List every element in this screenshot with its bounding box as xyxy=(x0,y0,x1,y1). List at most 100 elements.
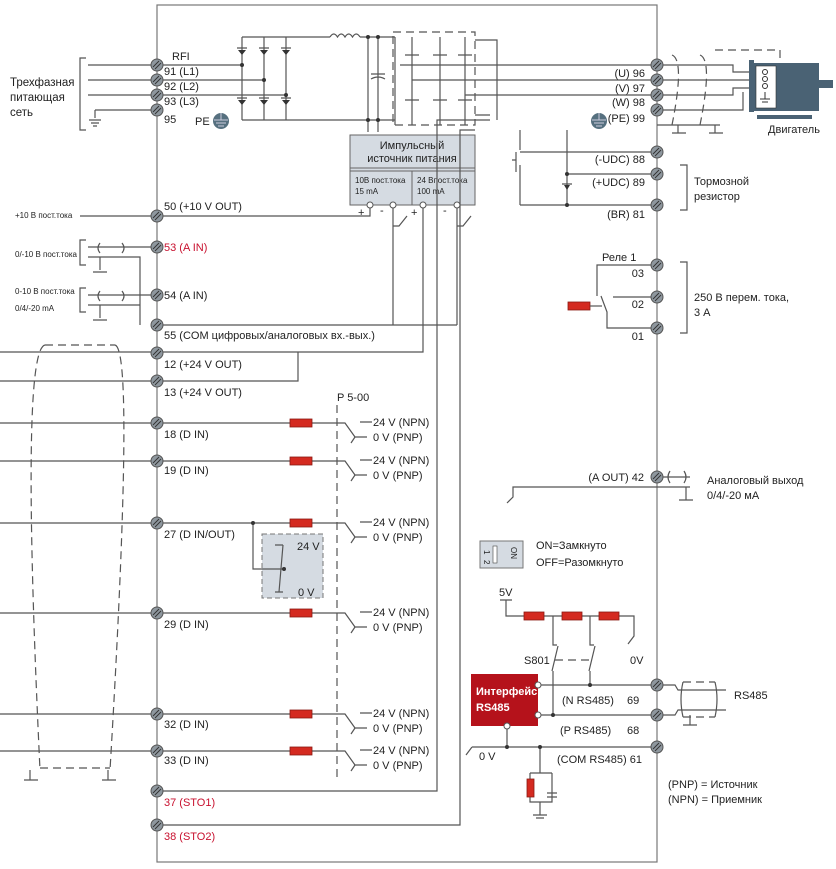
terminal-42-label: (A OUT) 42 xyxy=(588,472,644,484)
switch-mode-power-supply: Импульсный источник питания 10В пост.ток… xyxy=(157,134,476,353)
terminal-61-label: (COM RS485) 61 xyxy=(557,754,642,766)
terminal-33-label: 33 (D IN) xyxy=(164,755,209,767)
terminal-68-label: 68 xyxy=(627,725,639,737)
psu-plus-1: + xyxy=(358,207,364,219)
dip-pos-2: 2 xyxy=(482,560,491,565)
terminal-screw-icon xyxy=(650,103,664,117)
diode-icons xyxy=(237,47,291,105)
terminal-91-label: 91 (L1) xyxy=(164,66,199,78)
rs485-cable-label: RS485 xyxy=(734,690,768,702)
terminal-55-label: 55 (COM цифровых/аналоговых вх.-вых.) xyxy=(164,330,375,342)
terminal-screw-icon xyxy=(150,346,164,360)
5v-label: 5V xyxy=(499,587,513,599)
terminal-screw-icon xyxy=(150,454,164,468)
rs485-interface-block xyxy=(471,674,538,726)
source-50-label: +10 В пост.тока xyxy=(15,211,73,220)
pe-ground-icon xyxy=(213,113,229,129)
terminal-screw-icon xyxy=(650,58,664,72)
terminal-screw-icon xyxy=(650,145,664,159)
terminal-32-label: 32 (D IN) xyxy=(164,719,209,731)
terminal-screw-icon xyxy=(150,88,164,102)
legend-pnp: (PNP) = Источник xyxy=(668,779,758,791)
psu-24v-2: 100 mA xyxy=(417,187,445,196)
psu-minus-1: - xyxy=(380,205,384,217)
rs485-section: 5V S801 0V Интерфейс RS485 (N RS485) 69 … xyxy=(465,587,768,819)
pnp-label-19: 0 V (PNP) xyxy=(373,470,423,482)
motor-section: (U) 96 (V) 97 (W) 98 (PE) 99 Двигатель xyxy=(591,49,833,136)
terminal-18-label: 18 (D IN) xyxy=(164,429,209,441)
terminal-screw-icon xyxy=(650,258,664,272)
terminal-12-label: 12 (+24 V OUT) xyxy=(164,359,242,371)
terminal-92-label: 92 (L2) xyxy=(164,81,199,93)
legend-npn: (NPN) = Приемник xyxy=(668,794,762,806)
dip-pos-1: 1 xyxy=(482,550,491,555)
psu-title-1: Импульсный xyxy=(380,140,444,152)
terminal-93-label: 93 (L3) xyxy=(164,96,199,108)
n-rs485-label: (N RS485) xyxy=(562,695,614,707)
rs485-iface-1: Интерфейс xyxy=(476,686,537,698)
terminal-96-label: (U) 96 xyxy=(614,68,645,80)
terminal-screw-icon xyxy=(650,321,664,335)
terminal-38-label: 38 (STO2) xyxy=(164,831,215,843)
terminal-98-label: (W) 98 xyxy=(612,97,645,109)
digital-io: P 5-00 24 V (NPN)0 V (PNP) 24 V (NPN)0 V… xyxy=(0,119,490,843)
analog-inputs: +10 В пост.тока 0/-10 В пост.тока 0-10 В… xyxy=(15,201,375,342)
terminal-95-label: 95 xyxy=(164,114,176,126)
relay-section: Реле 1 03 02 01 250 В перем. тока, 3 А xyxy=(567,252,789,343)
terminal-screw-icon xyxy=(150,374,164,388)
dip-legend-on: ON=Замкнуто xyxy=(536,540,607,552)
terminal-screw-icon xyxy=(650,678,664,692)
terminal-screw-icon xyxy=(150,58,164,72)
terminal-97-label: (V) 97 xyxy=(615,83,645,95)
psu-10v-2: 15 mA xyxy=(355,187,379,196)
psu-title-2: источник питания xyxy=(367,153,457,165)
drive-frame xyxy=(156,4,658,863)
relay-rating-1: 250 В перем. тока, xyxy=(694,292,789,304)
terminals xyxy=(150,58,664,832)
npn-label-33: 24 V (NPN) xyxy=(373,745,429,757)
terminal-screw-icon xyxy=(150,209,164,223)
terminal-screw-icon xyxy=(150,784,164,798)
rfi-label: RFI xyxy=(172,51,190,63)
0v-com-label: 0 V xyxy=(479,751,496,763)
relay-03-label: 03 xyxy=(632,268,644,280)
npn-label-18: 24 V (NPN) xyxy=(373,417,429,429)
terminal-screw-icon xyxy=(150,288,164,302)
terminal-screw-icon xyxy=(650,708,664,722)
mains-title-1: Трехфазная xyxy=(10,77,75,89)
terminal-screw-icon xyxy=(150,240,164,254)
pnp-label-29: 0 V (PNP) xyxy=(373,622,423,634)
dip-legend-off: OFF=Разомкнуто xyxy=(536,557,623,569)
inductor-icon xyxy=(329,33,361,39)
dip-switch-legend: 1 2 ON ON=Замкнуто OFF=Разомкнуто xyxy=(479,540,623,569)
brake-label-2: резистор xyxy=(694,191,740,203)
terminal-19-label: 19 (D IN) xyxy=(164,465,209,477)
terminal-81-label: (BR) 81 xyxy=(607,209,645,221)
rs485-iface-2: RS485 xyxy=(476,702,510,714)
terminal-screw-icon xyxy=(650,73,664,87)
mains-title-3: сеть xyxy=(10,107,33,119)
terminal-screw-icon xyxy=(150,606,164,620)
relay-rating-2: 3 А xyxy=(694,307,711,319)
motor-icon xyxy=(749,60,833,119)
terminal-69-label: 69 xyxy=(627,695,639,707)
source-54-label-2: 0/4/-20 mA xyxy=(15,304,55,313)
pe-label: PE xyxy=(195,116,210,128)
terminal-screw-icon xyxy=(650,740,664,754)
pnp-label-18: 0 V (PNP) xyxy=(373,432,423,444)
pnp-label-32: 0 V (PNP) xyxy=(373,723,423,735)
terminal-screw-icon xyxy=(150,707,164,721)
dip-on-label: ON xyxy=(509,547,518,559)
relay-01-label: 01 xyxy=(632,331,644,343)
terminal-screw-icon xyxy=(650,167,664,181)
npn-label-27: 24 V (NPN) xyxy=(373,517,429,529)
0v-label: 0V xyxy=(630,655,644,667)
terminal-13-label: 13 (+24 V OUT) xyxy=(164,387,242,399)
terminal-53-label: 53 (A IN) xyxy=(164,242,207,254)
terminal-screw-icon xyxy=(150,318,164,332)
motor-label: Двигатель xyxy=(768,124,820,136)
terminal-99-label: (PE) 99 xyxy=(608,113,645,125)
psu-minus-2: - xyxy=(443,205,447,217)
pnp-label-27: 0 V (PNP) xyxy=(373,532,423,544)
box-0v-label: 0 V xyxy=(298,587,315,599)
